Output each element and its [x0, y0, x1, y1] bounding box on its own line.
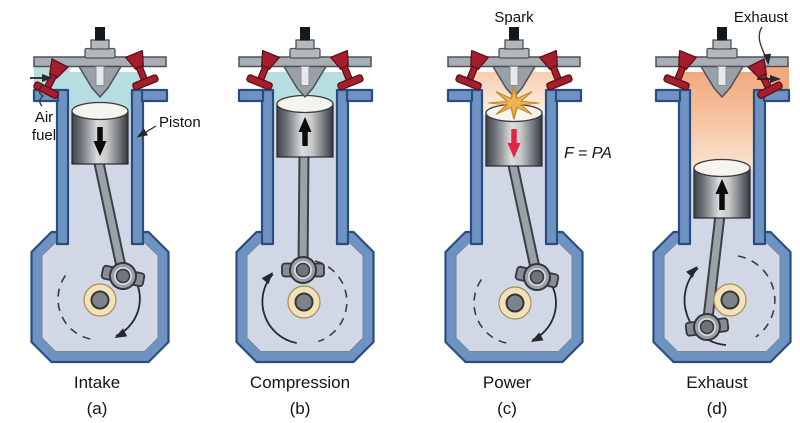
caption-compression: Compression	[250, 373, 350, 392]
spark-plug	[84, 27, 116, 59]
exhaust-valve-closed-icon	[539, 49, 573, 91]
piston-label: Piston	[159, 114, 201, 131]
spark-plug	[706, 27, 738, 59]
rotation-arrow-icon	[114, 328, 128, 338]
piston-crown	[71, 101, 129, 121]
piston-down-arrow-icon	[93, 141, 107, 156]
panel-power: Spark F = PA Power (c)	[444, 9, 612, 418]
cylinder-wall-left	[260, 88, 275, 246]
crank-journal	[514, 263, 560, 291]
exhaust-valve-closed-icon	[330, 49, 364, 91]
piston-crown	[693, 158, 751, 178]
crank-journal	[684, 313, 730, 341]
rotation-arrow-icon	[261, 272, 273, 285]
connecting-rod	[509, 161, 541, 281]
connecting-rod	[299, 148, 308, 272]
panel-exhaust: Exhaust Exhaust (d)	[652, 9, 792, 418]
letter-b: (b)	[290, 399, 311, 418]
crank-circle-dashed	[314, 260, 348, 343]
cylinder-wall-left	[677, 88, 692, 246]
cylinder-wall-right	[752, 88, 767, 246]
crank-journal	[100, 262, 146, 290]
piston	[71, 101, 129, 165]
intake-valve-closed-icon	[455, 49, 489, 91]
cylinder-wall-left	[469, 88, 484, 246]
piston-crown	[276, 94, 334, 114]
piston-up-arrow-icon	[298, 117, 312, 132]
crank-rotation-arc	[683, 267, 727, 346]
cylinder-wall-right	[130, 88, 145, 246]
intake-valve-open-icon	[33, 58, 69, 99]
spark-plug	[289, 27, 321, 59]
piston	[693, 158, 751, 219]
piston	[485, 103, 543, 167]
caption-exhaust: Exhaust	[686, 373, 748, 392]
connecting-rod	[703, 211, 724, 331]
spark-plug	[498, 27, 530, 59]
crank-circle-dashed	[737, 255, 776, 338]
spark-burst-icon	[488, 86, 540, 120]
intake-valve-closed-icon	[663, 49, 697, 91]
exhaust-gas	[678, 72, 766, 170]
spark-label: Spark	[494, 9, 534, 26]
force-equation-label: F = PA	[564, 145, 612, 162]
rotation-arrow-icon	[686, 266, 698, 278]
letter-d: (d)	[707, 399, 728, 418]
cylinder-wall-right	[544, 88, 559, 246]
cylinder-wall-right	[335, 88, 350, 246]
fuel-label: fuel	[32, 127, 56, 144]
connecting-rod	[95, 159, 127, 280]
cylinder-wall-left	[55, 88, 70, 246]
air-label: Air	[35, 109, 53, 126]
piston-force-arrow-icon	[507, 143, 521, 158]
panel-compression: Compression (b)	[235, 27, 375, 418]
caption-power: Power	[483, 373, 532, 392]
crank-rotation-arc	[261, 273, 297, 344]
exhaust-flow-label: Exhaust	[734, 9, 789, 26]
letter-c: (c)	[497, 399, 517, 418]
panel-intake: Air fuel Piston Intake (a)	[30, 27, 201, 418]
piston	[276, 94, 334, 158]
crank-journal	[281, 256, 325, 284]
piston-up-arrow-icon	[715, 179, 729, 194]
exhaust-valve-open-icon	[747, 58, 783, 99]
caption-intake: Intake	[74, 373, 120, 392]
crank-circle-dashed	[57, 275, 96, 341]
intake-valve-closed-icon	[246, 49, 280, 91]
rotation-arrow-icon	[530, 332, 544, 342]
exhaust-valve-closed-icon	[125, 49, 159, 91]
letter-a: (a)	[87, 399, 108, 418]
crank-circle-dashed	[473, 279, 512, 345]
